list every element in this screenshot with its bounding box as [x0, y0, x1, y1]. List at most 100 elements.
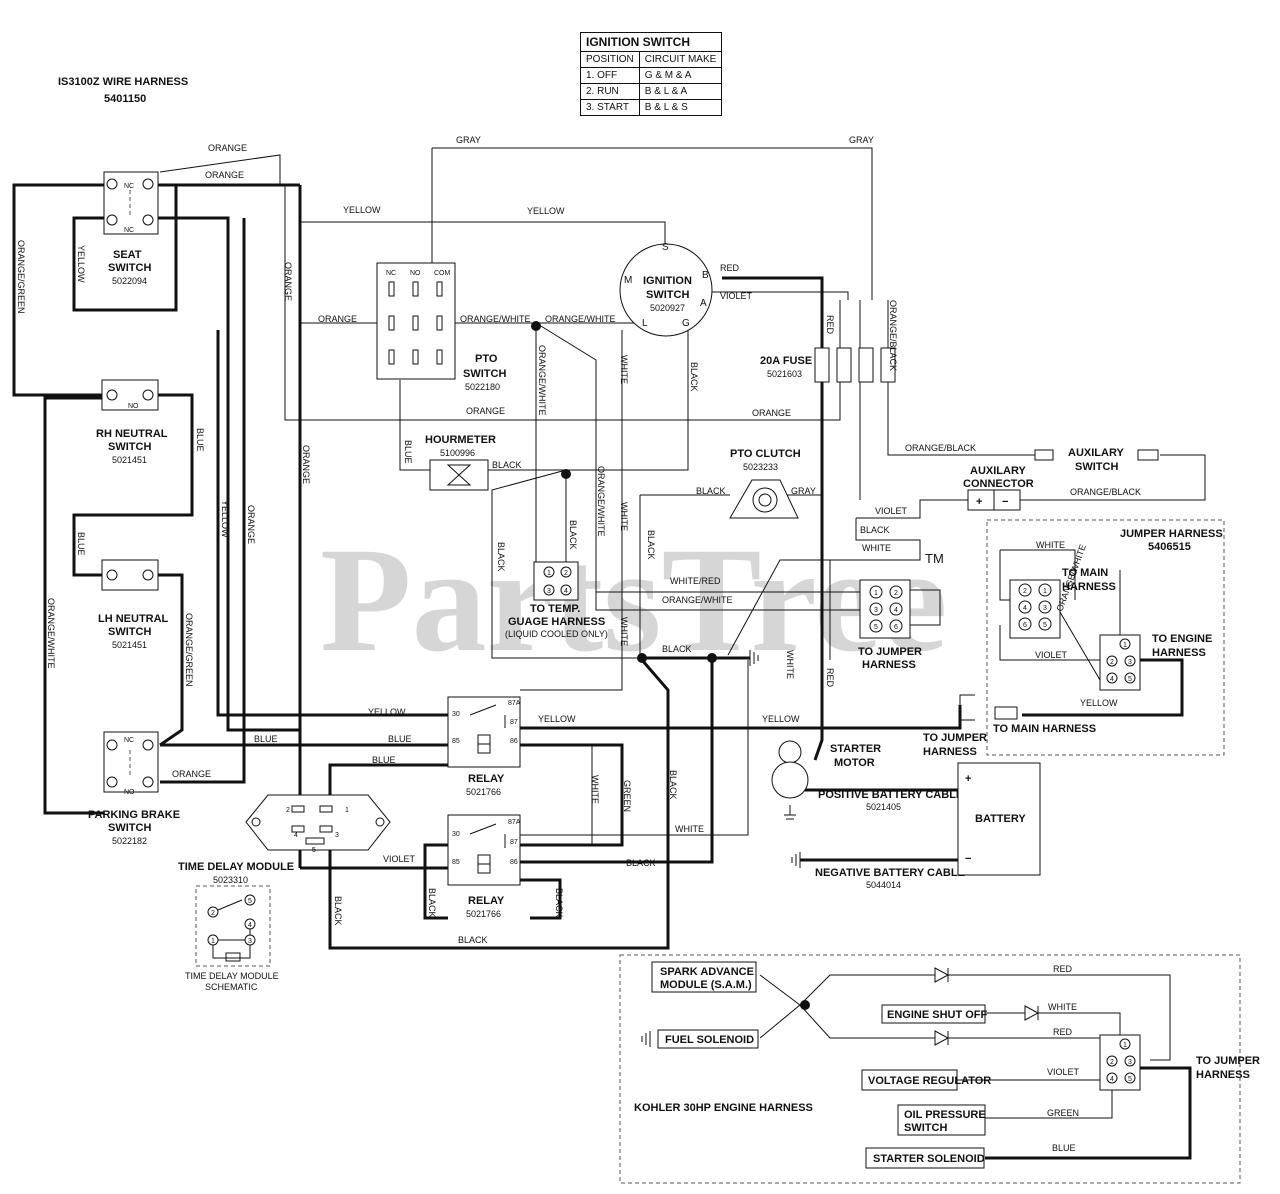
- svg-text:B: B: [702, 270, 709, 281]
- svg-text:BLUE: BLUE: [1052, 1143, 1076, 1153]
- svg-text:VIOLET: VIOLET: [875, 506, 908, 516]
- jumper-plug: [959, 694, 975, 721]
- svg-text:ORANGE: ORANGE: [318, 314, 357, 324]
- table-cell: 3. START: [580, 99, 640, 116]
- sam-name: SPARK ADVANCE: [660, 966, 754, 978]
- svg-text:87: 87: [510, 719, 518, 726]
- battery-name: BATTERY: [975, 813, 1026, 825]
- svg-text:NO: NO: [410, 270, 421, 277]
- six-pin-connector: 1 2 3 4 5 6: [859, 579, 911, 639]
- lh-neutral-name2: SWITCH: [108, 626, 151, 638]
- positive-cable-part: 5021405: [866, 802, 901, 812]
- svg-text:ORANGE/WHITE: ORANGE/WHITE: [545, 314, 616, 324]
- negative-cable-name: NEGATIVE BATTERY CABLE: [815, 867, 965, 879]
- svg-text:4: 4: [1023, 605, 1027, 612]
- svg-text:ORANGE/WHITE: ORANGE/WHITE: [46, 598, 56, 669]
- battery: + −: [957, 762, 1041, 876]
- svg-text:87A: 87A: [508, 700, 521, 707]
- svg-text:M: M: [624, 275, 632, 286]
- engine-shut-off: [881, 1004, 986, 1024]
- watermark-tm: TM: [925, 551, 944, 566]
- svg-text:GRAY: GRAY: [456, 135, 481, 145]
- svg-text:WHITE: WHITE: [619, 355, 629, 384]
- engine-connector: 1 2 3 4 5: [1099, 1034, 1141, 1091]
- svg-text:VIOLET: VIOLET: [1035, 650, 1068, 660]
- parking-brake-name: PARKING BRAKE: [88, 809, 180, 821]
- svg-text:3: 3: [547, 588, 551, 595]
- hourmeter-part: 5100996: [440, 448, 475, 458]
- svg-text:ORANGE/WHITE: ORANGE/WHITE: [662, 595, 733, 605]
- to-main-name2: HARNESS: [1062, 581, 1116, 593]
- svg-text:2: 2: [564, 570, 568, 577]
- svg-text:1: 1: [1043, 588, 1047, 595]
- aux-connector-name2: CONNECTOR: [963, 478, 1034, 490]
- svg-text:5: 5: [248, 898, 252, 905]
- time-delay-schem: TIME DELAY MODULE: [185, 971, 279, 981]
- svg-text:GRAY: GRAY: [791, 486, 816, 496]
- svg-text:WHITE: WHITE: [590, 775, 600, 804]
- svg-text:L: L: [642, 318, 648, 329]
- svg-text:ORANGE: ORANGE: [246, 505, 256, 544]
- pto-clutch-name: PTO CLUTCH: [730, 448, 801, 460]
- jumper-main-connector: 2 1 4 3 6 5: [1009, 579, 1061, 639]
- svg-text:RED: RED: [825, 668, 835, 688]
- positive-cable-name: POSITIVE BATTERY CABLE: [818, 789, 963, 801]
- harness-title: IS3100Z WIRE HARNESS: [58, 76, 188, 88]
- table-row: 1. OFF G & M & A: [580, 67, 723, 84]
- harness-part-number: 5401150: [104, 93, 146, 105]
- svg-text:NC: NC: [124, 737, 134, 744]
- vreg-name: VOLTAGE REGULATOR: [868, 1075, 991, 1087]
- svg-text:S: S: [662, 242, 669, 253]
- seat-switch: NC NC: [103, 171, 159, 235]
- relay-2-part: 5021766: [466, 909, 501, 919]
- to-jumper-b2: HARNESS: [923, 746, 977, 758]
- time-delay-module: 2 1 4 3 5: [245, 794, 391, 854]
- svg-text:+: +: [976, 496, 982, 508]
- svg-text:VIOLET: VIOLET: [720, 291, 753, 301]
- temp-gauge-name2: GUAGE HARNESS: [508, 616, 605, 628]
- seat-switch-name: SEAT: [113, 249, 142, 261]
- svg-text:5: 5: [1043, 622, 1047, 629]
- svg-text:NO: NO: [128, 403, 139, 410]
- svg-text:BLACK: BLACK: [333, 896, 343, 926]
- svg-text:GREEN: GREEN: [622, 780, 632, 812]
- relay-2: 30 87A 87 85 86: [447, 814, 521, 886]
- svg-text:6: 6: [894, 624, 898, 631]
- lh-neutral-switch: [101, 559, 159, 591]
- svg-text:ORANGE/WHITE: ORANGE/WHITE: [460, 314, 531, 324]
- kohler-to-jumper: TO JUMPER: [1196, 1055, 1260, 1067]
- svg-text:87A: 87A: [508, 819, 521, 826]
- svg-text:BLUE: BLUE: [76, 532, 86, 556]
- svg-text:G: G: [682, 318, 690, 329]
- svg-text:BLACK: BLACK: [689, 362, 699, 392]
- svg-text:1: 1: [1123, 1042, 1127, 1049]
- svg-text:NC: NC: [124, 227, 134, 234]
- svg-text:YELLOW: YELLOW: [343, 205, 381, 215]
- svg-text:WHITE: WHITE: [785, 650, 795, 679]
- svg-text:5: 5: [1128, 676, 1132, 683]
- fuse-part: 5021603: [767, 369, 802, 379]
- relay-1-name: RELAY: [468, 773, 505, 785]
- svg-text:1: 1: [1123, 642, 1127, 649]
- svg-text:2: 2: [1023, 588, 1027, 595]
- starter-motor-name: STARTER: [830, 743, 881, 755]
- svg-text:YELLOW: YELLOW: [220, 500, 230, 538]
- pto-switch-name2: SWITCH: [463, 368, 506, 380]
- svg-text:86: 86: [510, 738, 518, 745]
- ignition-table-heading: IGNITION SWITCH: [579, 32, 723, 52]
- svg-text:BLACK: BLACK: [458, 935, 488, 945]
- starter-motor-name2: MOTOR: [834, 757, 875, 769]
- junction-dots: [531, 321, 810, 1010]
- rh-neutral-part: 5021451: [112, 455, 147, 465]
- svg-text:WHITE: WHITE: [619, 617, 629, 646]
- table-cell: 1. OFF: [580, 67, 640, 84]
- sam-module: [651, 961, 757, 993]
- svg-text:1: 1: [874, 590, 878, 597]
- svg-text:ORANGE: ORANGE: [752, 408, 791, 418]
- fuel-solenoid-name: FUEL SOLENOID: [665, 1034, 754, 1046]
- ignition-table: IGNITION SWITCH POSITION CIRCUIT MAKE 1.…: [579, 32, 723, 116]
- jumper-harness-box: [986, 519, 1225, 756]
- pto-switch-part: 5022180: [465, 382, 500, 392]
- svg-text:86: 86: [510, 859, 518, 866]
